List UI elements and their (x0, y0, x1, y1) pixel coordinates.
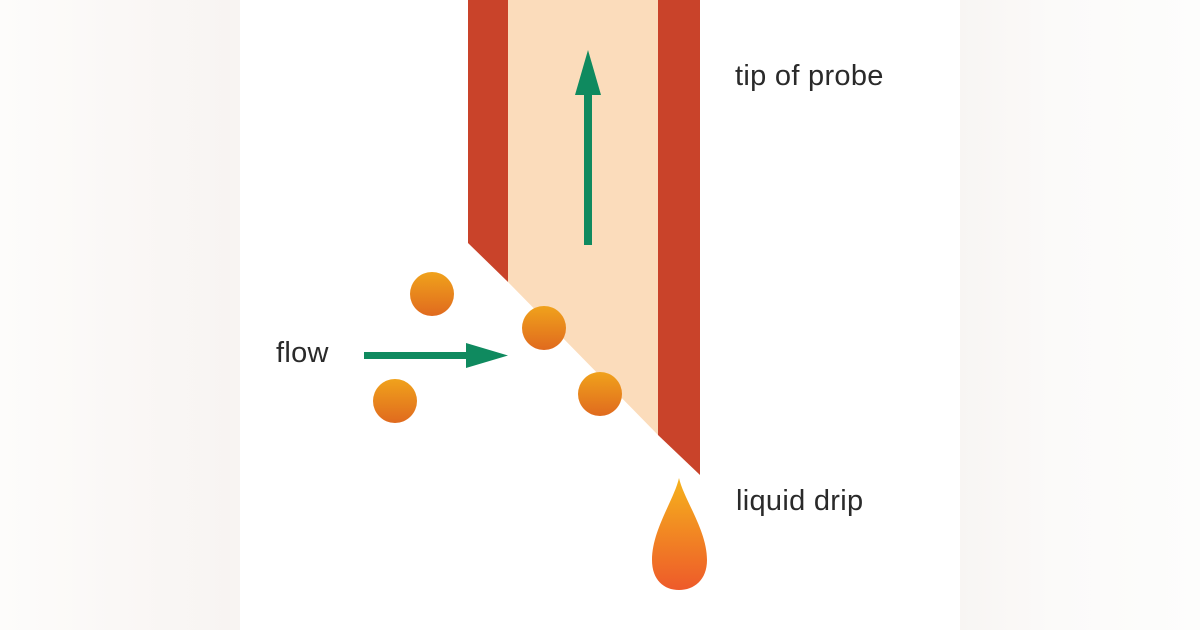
label-tip-of-probe: tip of probe (735, 60, 884, 92)
liquid-drop-icon (652, 478, 707, 590)
background-blur-right (960, 0, 1200, 630)
flow-arrow-icon (364, 343, 508, 368)
label-flow: flow (276, 337, 329, 369)
particle (522, 306, 566, 350)
background-blur-left (0, 0, 240, 630)
particle (410, 272, 454, 316)
particle (578, 372, 622, 416)
probe-interior (508, 0, 658, 435)
particle (373, 379, 417, 423)
upward-flow-arrow-icon (575, 50, 601, 245)
probe-right-wall (658, 0, 700, 475)
label-liquid-drip: liquid drip (736, 485, 864, 517)
probe-left-wall (468, 0, 508, 282)
